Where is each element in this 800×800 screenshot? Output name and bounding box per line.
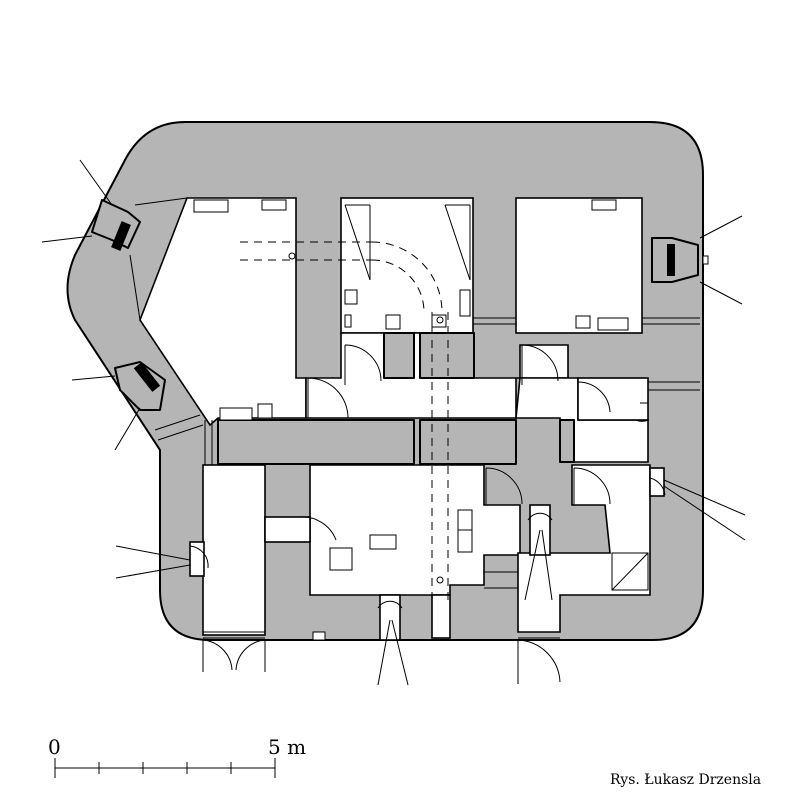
- gunport-left: [115, 541, 209, 579]
- passage-lines: [203, 317, 700, 639]
- room-entry-passage: [264, 516, 311, 543]
- scale-start-label: 0: [48, 735, 61, 759]
- embrasure-left-middle: [71, 361, 204, 451]
- gunport-bottom: [377, 594, 409, 686]
- embrasure-upper-left: [41, 159, 188, 321]
- dashed-lines: [240, 241, 449, 600]
- fittings: [193, 199, 629, 641]
- scale-end-label: 5 m: [268, 735, 306, 759]
- embrasure-right: [651, 215, 743, 305]
- room-upper-middle: [340, 197, 474, 334]
- left-corridor: [202, 464, 266, 636]
- inner-walls: [217, 332, 575, 465]
- room-bottom-passage: [431, 594, 451, 639]
- scale-bar: 0 5 m: [48, 735, 306, 778]
- rooms: [139, 197, 651, 639]
- room-lower-middle: [309, 464, 521, 596]
- doors: [202, 344, 666, 684]
- embrasures: [41, 159, 746, 686]
- room-upper-right: [515, 197, 643, 334]
- gunport-middle: [524, 504, 553, 601]
- drawing-credit: Rys. Łukasz Drzensla: [610, 772, 762, 788]
- gunport-right: [649, 467, 746, 541]
- room-small-right: [577, 377, 649, 421]
